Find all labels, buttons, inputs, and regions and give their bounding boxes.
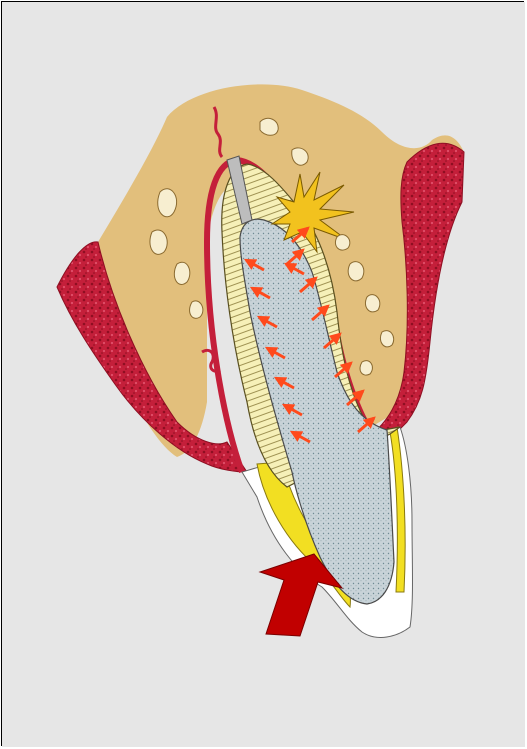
- tooth-post-fracture-illustration: [2, 2, 525, 747]
- illustration-frame: [1, 1, 524, 746]
